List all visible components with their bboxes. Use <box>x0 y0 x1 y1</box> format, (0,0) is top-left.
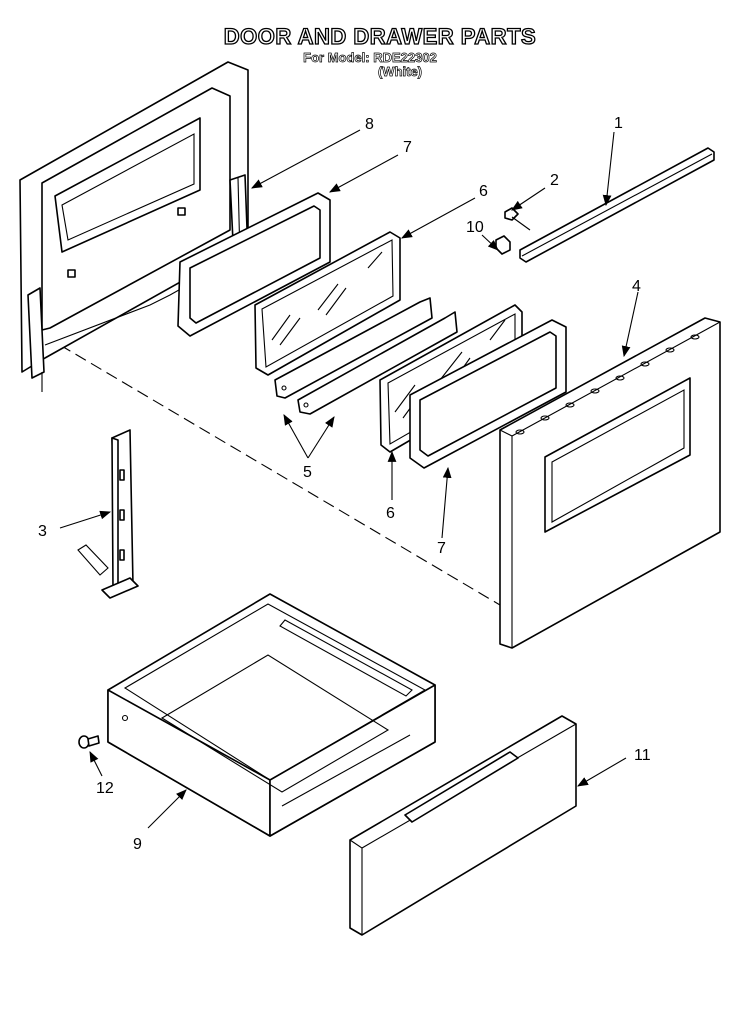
callout-5: 5 <box>303 464 312 481</box>
color-line: (White) <box>377 64 423 80</box>
door-gasket-lower <box>409 319 567 469</box>
outer-door-panel <box>499 317 721 649</box>
door-hinge <box>77 429 139 599</box>
door-glass-upper <box>254 231 401 376</box>
trim-spacer <box>504 207 531 231</box>
callout-6-upper: 6 <box>479 183 488 200</box>
leader-lines <box>41 129 639 829</box>
drawer-front-panel <box>349 715 577 936</box>
door-gasket-upper <box>177 192 331 337</box>
callout-7-lower: 7 <box>437 540 446 557</box>
assembly-dashed-line <box>59 344 501 606</box>
callout-12: 12 <box>96 780 114 797</box>
callout-7-upper: 7 <box>403 139 412 156</box>
trim-clip <box>495 235 511 255</box>
callout-6-lower: 6 <box>386 505 395 522</box>
inner-door-liner <box>19 61 251 379</box>
storage-drawer <box>107 593 436 837</box>
vent-trim-strip <box>519 147 715 263</box>
diagram-title: DOOR AND DRAWER PARTS <box>223 23 537 49</box>
callout-4: 4 <box>632 278 641 295</box>
callout-10: 10 <box>466 219 484 236</box>
callout-1: 1 <box>614 115 623 132</box>
glass-retainers <box>274 297 458 415</box>
callout-9: 9 <box>133 836 142 853</box>
model-line: For Model: RDE22302 <box>303 50 437 66</box>
callout-8: 8 <box>365 116 374 133</box>
callout-11: 11 <box>634 747 651 764</box>
callout-labels: 1 2 3 4 5 6 6 7 7 8 9 10 11 12 <box>38 115 651 853</box>
drawer-screw <box>78 735 100 749</box>
callout-3: 3 <box>38 523 47 540</box>
callout-2: 2 <box>550 172 559 189</box>
